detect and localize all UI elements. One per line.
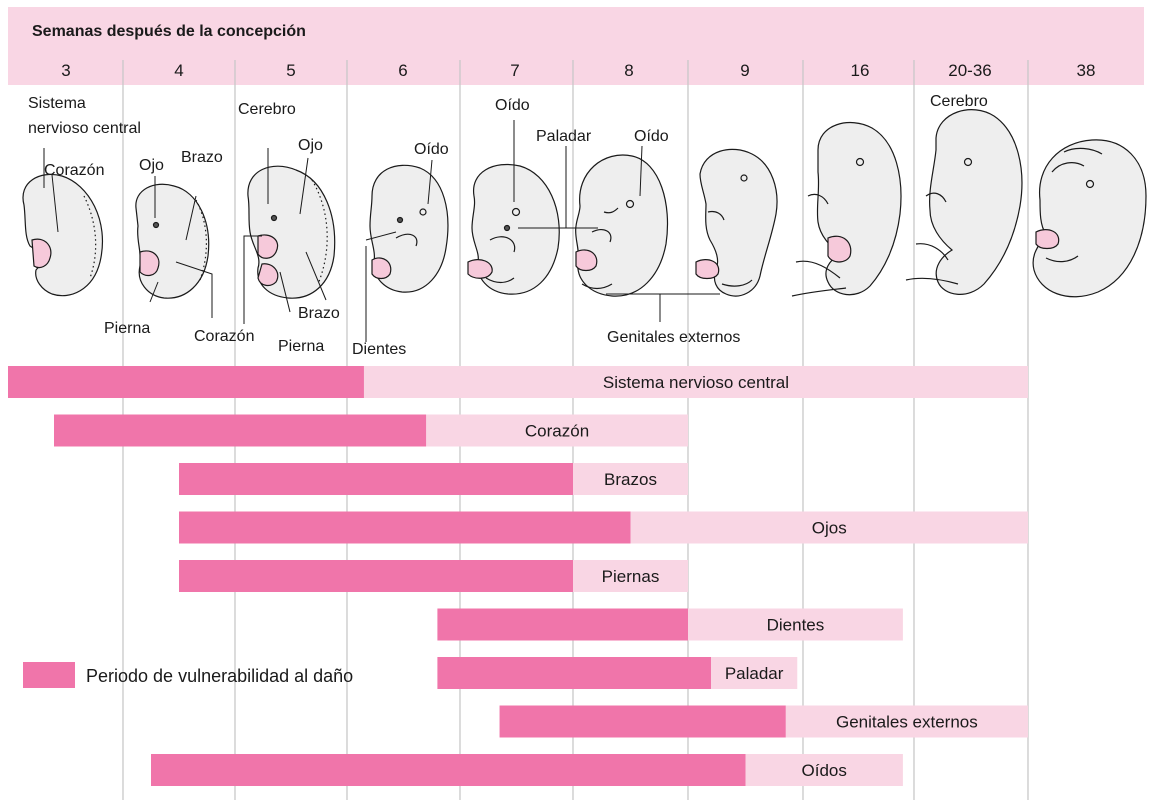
bar-label: Genitales externos <box>836 713 978 732</box>
legend-label: Periodo de vulnerabilidad al daño <box>86 666 353 686</box>
week-label: 4 <box>174 61 183 80</box>
critical-period-bar <box>179 511 631 544</box>
embryo-week-3 <box>22 173 104 297</box>
bar-row: Dientes <box>437 608 903 641</box>
week-label: 9 <box>740 61 749 80</box>
bar-label: Corazón <box>525 422 589 441</box>
label-sistema: Sistema <box>28 95 86 112</box>
embryo-week-4 <box>135 183 210 299</box>
bar-row: Ojos <box>179 511 1028 544</box>
label-cerebro-w20: Cerebro <box>930 93 988 110</box>
sensitive-period-bar <box>573 560 688 592</box>
label-ojo-w5: Ojo <box>298 137 323 154</box>
critical-period-bar <box>437 657 711 689</box>
bar-row: Brazos <box>179 463 688 495</box>
week-label: 5 <box>286 61 295 80</box>
critical-period-bar <box>8 366 364 398</box>
label-nervioso-central: nervioso central <box>28 120 141 137</box>
label-genitales-externos: Genitales externos <box>607 329 740 346</box>
week-label: 8 <box>624 61 633 80</box>
week-labels: 3 4 5 6 7 8 9 16 20-36 38 <box>61 61 1095 80</box>
week-label: 7 <box>510 61 519 80</box>
label-corazon-w4: Corazón <box>194 328 254 345</box>
legend-swatch <box>23 662 75 688</box>
sensitive-period-bar <box>363 366 1028 398</box>
bar-row: Piernas <box>179 560 688 592</box>
fetus-week-38 <box>1032 139 1147 298</box>
label-brazo-w5: Brazo <box>298 305 340 322</box>
critical-period-bar <box>179 463 573 495</box>
bar-label: Paladar <box>725 664 784 683</box>
header-band <box>8 7 1144 85</box>
bar-row: Corazón <box>54 414 688 447</box>
fetus-week-20-36 <box>905 109 1023 295</box>
embryo-illustrations <box>22 109 1147 299</box>
critical-period-bar <box>179 560 573 592</box>
label-brazo-w4: Brazo <box>181 149 223 166</box>
label-pierna-w4: Pierna <box>104 320 150 337</box>
sensitive-period-bar <box>745 754 903 786</box>
embryo-week-8 <box>574 154 669 297</box>
bar-row: Sistema nervioso central <box>8 366 1028 398</box>
header-title: Semanas después de la concepción <box>32 23 306 40</box>
bar-row: Paladar <box>437 657 798 689</box>
bar-label: Dientes <box>767 616 825 635</box>
sensitive-period-bar <box>573 463 688 495</box>
bar-label: Brazos <box>604 470 657 489</box>
sensitive-period-bar <box>688 608 903 641</box>
label-cerebro-w5: Cerebro <box>238 101 296 118</box>
label-corazon-w3: Corazón <box>44 162 104 179</box>
label-leader-lines <box>43 120 720 342</box>
legend: Periodo de vulnerabilidad al daño <box>23 662 353 688</box>
week-label: 38 <box>1077 61 1096 80</box>
week-label: 3 <box>61 61 70 80</box>
critical-period-bar <box>437 608 688 641</box>
label-oido-w7: Oído <box>495 97 530 114</box>
week-label: 20-36 <box>948 61 991 80</box>
embryo-week-5 <box>247 165 336 299</box>
critical-period-bar <box>151 754 746 786</box>
label-ojo-w4: Ojo <box>139 157 164 174</box>
bar-label: Oídos <box>802 761 847 780</box>
bar-row: Genitales externos <box>499 705 1028 738</box>
label-oido-w6: Oído <box>414 141 449 158</box>
bar-row: Oídos <box>151 754 903 786</box>
critical-period-bar <box>499 705 786 738</box>
label-paladar: Paladar <box>536 128 592 145</box>
fetus-week-9 <box>695 148 778 297</box>
label-oido-w8: Oído <box>634 128 669 145</box>
week-label: 6 <box>398 61 407 80</box>
week-label: 16 <box>851 61 870 80</box>
critical-period-bar <box>54 414 427 447</box>
bar-label: Ojos <box>812 519 847 538</box>
embryo-week-7 <box>467 164 560 295</box>
label-dientes: Dientes <box>352 341 406 358</box>
embryo-week-6 <box>369 164 449 293</box>
bar-label: Piernas <box>602 567 660 586</box>
sensitive-period-bar <box>711 657 798 689</box>
bar-label: Sistema nervioso central <box>603 373 789 392</box>
sensitive-period-bar <box>630 511 1028 544</box>
fetus-week-16 <box>791 121 902 297</box>
sensitive-period-bar <box>785 705 1028 738</box>
sensitive-period-bar <box>426 414 688 447</box>
structure-labels: Sistema nervioso central Corazón Ojo Bra… <box>28 93 988 358</box>
vulnerability-bars: Sistema nervioso centralCorazónBrazosOjo… <box>8 366 1028 786</box>
label-pierna-w5: Pierna <box>278 338 324 355</box>
